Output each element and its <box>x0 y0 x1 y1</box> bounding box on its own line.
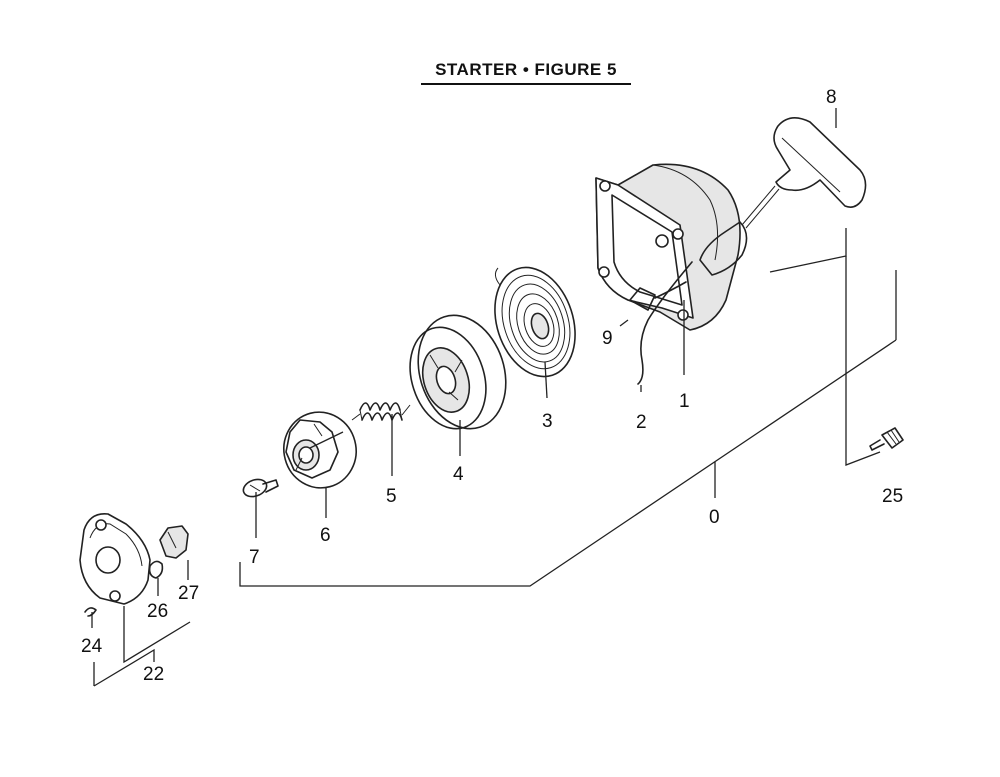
part-22-pawl-plate-assembly <box>79 513 189 617</box>
callout-25: 24 <box>81 636 103 657</box>
callout-6: 6 <box>320 525 331 546</box>
part-2-rope <box>637 261 693 385</box>
callout-0: 0 <box>709 507 720 528</box>
callout-labels: 8 9 1 2 3 4 5 6 7 0 25 27 26 24 22 <box>81 87 903 685</box>
part-7-screw <box>242 478 279 498</box>
title-underline <box>421 83 631 85</box>
part-4-pulley <box>409 314 507 430</box>
part-5-spring <box>351 402 411 421</box>
callout-24: 25 <box>882 486 903 507</box>
part-9-guide <box>654 281 687 299</box>
callout-4: 4 <box>453 464 464 485</box>
callout-1: 1 <box>679 391 690 412</box>
callout-9: 9 <box>602 328 613 349</box>
part-24-bolt <box>869 427 904 451</box>
callout-26: 26 <box>147 601 168 622</box>
callout-8: 8 <box>826 87 837 108</box>
callout-3: 3 <box>542 411 553 432</box>
callout-22: 22 <box>143 664 164 685</box>
part-1-starter-housing <box>595 163 748 331</box>
part-6-ratchet <box>283 411 357 489</box>
leader-lines <box>91 108 897 687</box>
part-8-starter-handle <box>741 117 867 229</box>
figure-title: STARTER • FIGURE 5 <box>435 60 617 79</box>
part-3-recoil-spring <box>494 266 576 378</box>
callout-27: 27 <box>178 583 199 604</box>
callout-2: 2 <box>636 412 647 433</box>
callout-7: 7 <box>249 547 260 568</box>
callout-5: 5 <box>386 486 397 507</box>
